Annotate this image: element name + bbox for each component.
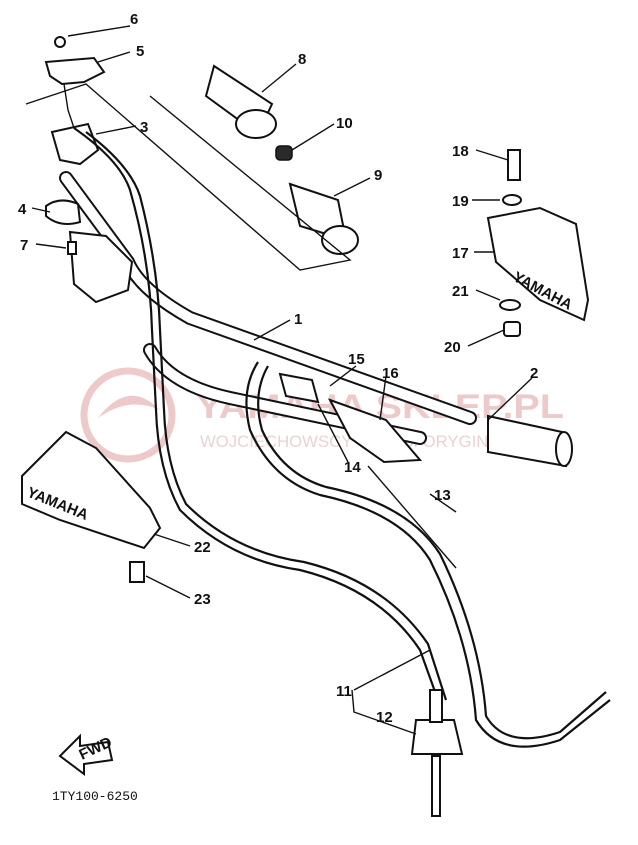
- label-19: 19: [452, 193, 469, 210]
- label-23: 23: [194, 591, 211, 608]
- label-15: 15: [348, 351, 365, 368]
- label-20: 20: [444, 339, 461, 356]
- nut-20: [503, 321, 521, 337]
- label-8: 8: [298, 51, 306, 68]
- clutch-lever-bracket: [45, 122, 134, 304]
- throttle-housing: [278, 372, 423, 464]
- watermark-helmet-icon: [98, 395, 160, 418]
- forward-arrow: FWD: [58, 733, 115, 776]
- label-6: 6: [130, 11, 138, 28]
- right-grip: [487, 414, 573, 468]
- clutch-cable: [73, 127, 440, 701]
- lever-holder: [44, 36, 106, 129]
- label-5: 5: [136, 43, 144, 60]
- collar-23: [129, 561, 145, 583]
- leader-lines: [25, 25, 533, 735]
- washer-21: [499, 299, 521, 311]
- label-1: 1: [294, 311, 302, 328]
- label-9: 9: [374, 167, 382, 184]
- label-13: 13: [434, 487, 451, 504]
- label-11: 11: [336, 683, 352, 700]
- watermark-logo: [80, 367, 176, 463]
- throttle-cable: [245, 361, 611, 748]
- screw-7: [67, 241, 77, 255]
- hand-guard-left: YAMAHA: [21, 430, 162, 550]
- cable-boot: [410, 689, 464, 817]
- throttle-cable-outer: [257, 365, 607, 740]
- label-2: 2: [530, 365, 538, 382]
- label-18: 18: [452, 143, 469, 160]
- bolt-18: [507, 149, 521, 181]
- label-10: 10: [336, 115, 353, 132]
- label-4: 4: [18, 201, 27, 218]
- label-7: 7: [20, 237, 28, 254]
- left-grip: [204, 64, 277, 139]
- label-22: 22: [194, 539, 211, 556]
- washer-19: [502, 194, 522, 206]
- throttle-sleeve: [275, 145, 359, 255]
- label-14: 14: [344, 459, 361, 476]
- label-3: 3: [140, 119, 148, 136]
- label-16: 16: [382, 365, 399, 382]
- part-code: 1TY100-6250: [52, 789, 138, 804]
- label-21: 21: [452, 283, 469, 300]
- label-17: 17: [452, 245, 469, 262]
- part-labels: 6 5 3 4 7 8 10 9 1 2 15 16 14 13 18 19 1…: [18, 11, 538, 726]
- label-12: 12: [376, 709, 393, 726]
- clutch-cable-outer: [85, 131, 448, 701]
